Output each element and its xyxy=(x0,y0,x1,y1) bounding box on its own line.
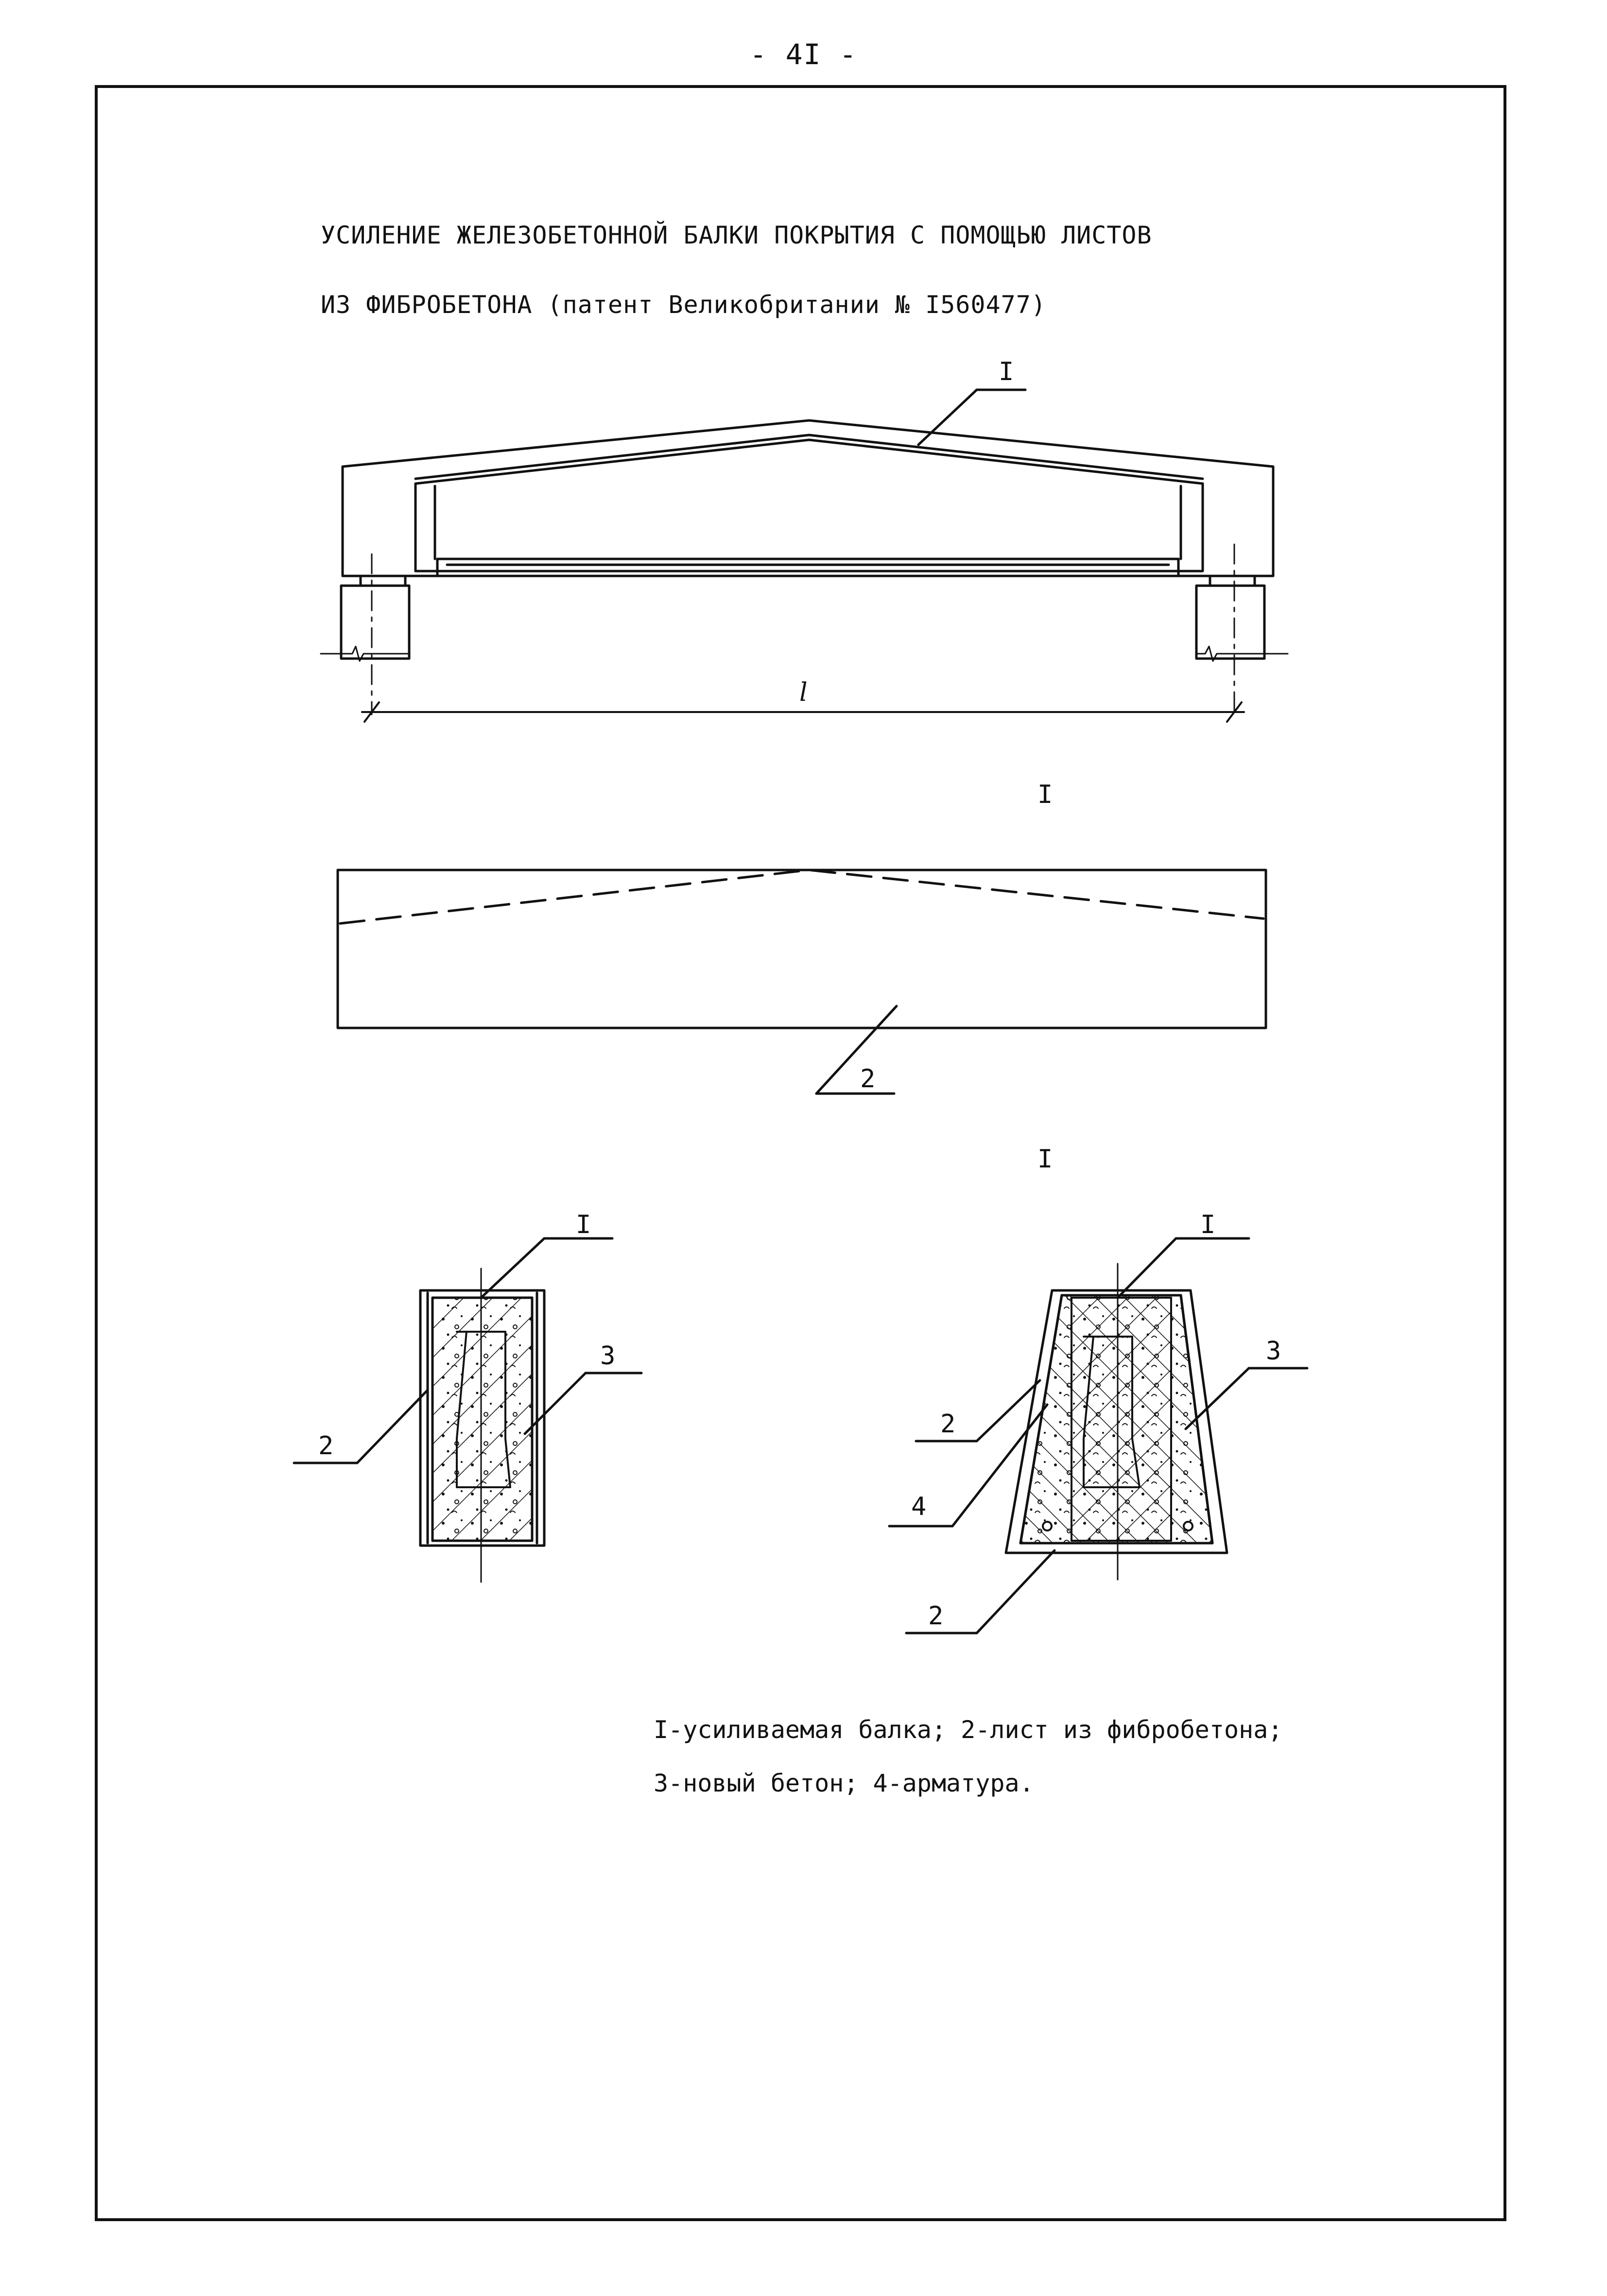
plan-outline xyxy=(338,870,1266,1028)
right-section-inner-profile xyxy=(1084,1337,1140,1487)
plan-view-title: I xyxy=(1037,780,1053,809)
callout-1-leader xyxy=(918,390,977,445)
beam-outline xyxy=(343,420,1273,576)
sections-view-title: I xyxy=(1037,1145,1053,1174)
page-number: - 4I - xyxy=(749,38,858,71)
callout-2-leader xyxy=(816,1006,897,1094)
right-section-callout-3-label: 3 xyxy=(1266,1337,1281,1366)
plan-callout-2-label: 2 xyxy=(860,1064,876,1094)
right-callout-2-lower-leader xyxy=(977,1550,1054,1633)
elevation-callout-1-label: I xyxy=(999,357,1014,386)
drawing-title-line-1: УСИЛЕНИЕ ЖЕЛЕЗОБЕТОННОЙ БАЛКИ ПОКРЫТИЯ С… xyxy=(321,221,1152,249)
left-section-callout-1-label: I xyxy=(576,1210,591,1239)
left-callout-3-leader xyxy=(525,1373,586,1434)
beam-bottom-chord xyxy=(437,559,1178,576)
right-column-break xyxy=(1196,646,1288,661)
right-section-rebar-left xyxy=(1043,1522,1052,1531)
right-callout-3-leader xyxy=(1186,1368,1249,1429)
left-section-callout-2-label: 2 xyxy=(318,1431,334,1461)
left-support-bearing xyxy=(361,576,405,586)
beam-web-opening xyxy=(415,440,1203,571)
left-column-break xyxy=(321,646,409,661)
plan-hidden-line xyxy=(340,870,1263,923)
right-column xyxy=(1196,586,1264,659)
left-cross-section xyxy=(294,1238,641,1582)
beam-inner-line-upper xyxy=(415,435,1203,479)
right-section-callout-2-lower-label: 2 xyxy=(928,1601,944,1631)
left-section-fill xyxy=(432,1298,532,1541)
beam-plan-view xyxy=(338,870,1266,1094)
left-column xyxy=(341,586,409,659)
span-tick-left xyxy=(364,702,379,722)
legend-line-2: 3-новый бетон; 4-арматура. xyxy=(654,1769,1034,1797)
right-callout-1-leader xyxy=(1118,1238,1176,1298)
right-callout-2-upper-leader xyxy=(977,1380,1040,1441)
span-dimension-label: l xyxy=(799,678,808,707)
drawing-frame xyxy=(95,85,1506,2221)
left-callout-1-leader xyxy=(481,1238,544,1298)
beam-elevation xyxy=(321,390,1288,722)
drawing-title-line-2: ИЗ ФИБРОБЕТОНА (патент Великобритании № … xyxy=(321,291,1046,319)
right-section-outer xyxy=(1006,1290,1227,1553)
right-cross-section xyxy=(889,1238,1307,1633)
legend-line-1: I-усиливаемая балка; 2-лист из фибробето… xyxy=(654,1716,1283,1744)
right-section-existing-beam xyxy=(1071,1298,1171,1541)
right-section-rebar-right xyxy=(1184,1522,1192,1531)
right-section-callout-1-label: I xyxy=(1200,1210,1216,1239)
right-section-callout-4-label: 4 xyxy=(911,1492,927,1521)
left-section-inner-profile xyxy=(457,1332,510,1487)
right-support-bearing xyxy=(1210,576,1255,586)
left-section-outer xyxy=(420,1290,544,1546)
left-section-callout-3-label: 3 xyxy=(600,1341,616,1371)
right-section-callout-2-upper-label: 2 xyxy=(940,1409,956,1439)
right-callout-4-leader xyxy=(952,1405,1047,1526)
span-tick-right xyxy=(1227,702,1242,722)
left-callout-2-leader xyxy=(357,1390,428,1463)
